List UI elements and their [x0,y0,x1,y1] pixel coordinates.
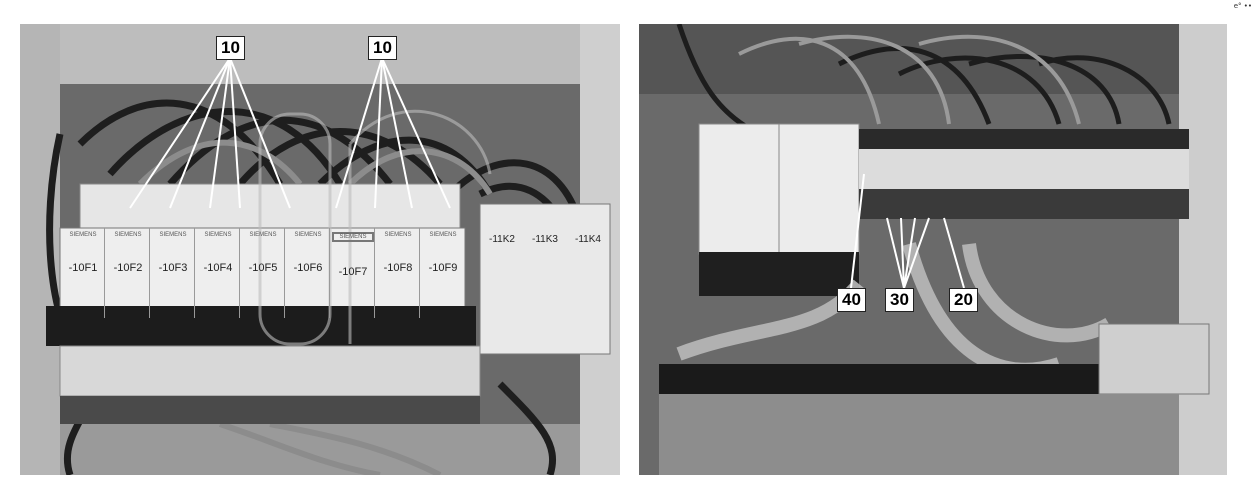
relay-11k2: -11K2 [489,234,515,245]
breaker-label: -10F2 [113,262,143,274]
breaker-10f6: SIEMENS -10F6 [287,228,330,318]
breaker-label: -10F3 [158,262,188,274]
right-callout-lines [850,173,965,289]
left-callout-lines [129,57,451,209]
callout-20: 20 [949,288,978,312]
breaker-label: -10F8 [383,262,413,274]
relay-11k4: -11K4 [575,234,601,245]
breaker-label: -10F1 [68,262,98,274]
breaker-brand: SIEMENS [332,232,374,242]
breaker-brand: SIEMENS [429,232,457,238]
breaker-label: -10F5 [248,262,278,274]
photo-left-breaker-panel: SIEMENS -10F1 SIEMENS -10F2 SIEMENS -10F… [20,24,620,475]
breaker-10f8: SIEMENS -10F8 [377,228,420,318]
breaker-brand: SIEMENS [159,232,187,238]
callout-30: 30 [885,288,914,312]
breaker-10f4: SIEMENS -10F4 [197,228,240,318]
breaker-10f5: SIEMENS -10F5 [242,228,285,318]
callout-10-right: 10 [368,36,397,60]
breaker-10f7: SIEMENS -10F7 [332,228,375,318]
relay-11k3: -11K3 [532,234,558,245]
photo-right-terminal-block: 40 30 20 [639,24,1227,475]
callout-10-left: 10 [216,36,245,60]
breaker-brand: SIEMENS [294,232,322,238]
breaker-10f9: SIEMENS -10F9 [422,228,464,318]
breaker-brand: SIEMENS [384,232,412,238]
breaker-brand: SIEMENS [69,232,97,238]
breaker-label: -10F9 [428,262,458,274]
breaker-10f2: SIEMENS -10F2 [107,228,150,318]
callout-40: 40 [837,288,866,312]
breaker-label: -10F4 [203,262,233,274]
corner-mark: e° •• [1233,2,1252,10]
breaker-10f1: SIEMENS -10F1 [62,228,105,318]
breaker-10f3: SIEMENS -10F3 [152,228,195,318]
breaker-brand: SIEMENS [114,232,142,238]
breaker-brand: SIEMENS [204,232,232,238]
breaker-label: -10F6 [293,262,323,274]
breaker-brand: SIEMENS [249,232,277,238]
breaker-label: -10F7 [338,266,368,278]
left-panel-illustration [20,24,620,475]
